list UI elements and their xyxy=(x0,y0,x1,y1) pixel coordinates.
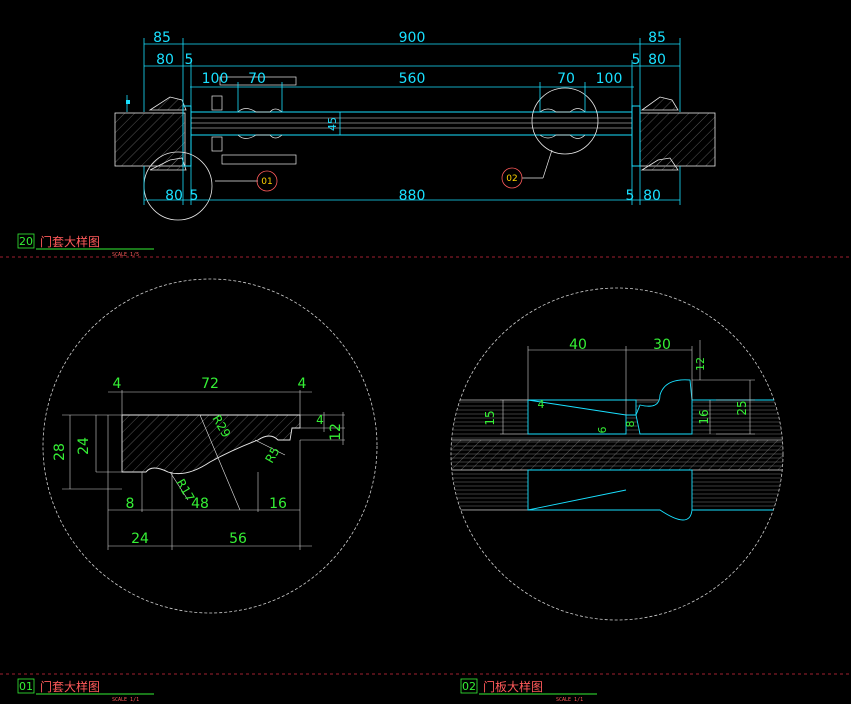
detail-circle-02 xyxy=(531,87,599,155)
profile-bottom-outline xyxy=(527,469,693,521)
detail-01: 4 72 4 28 24 4 12 8 48 16 24 56 R29 R5 R… xyxy=(42,278,378,614)
left-casing-bottom xyxy=(149,157,187,171)
plan-dimension-lines xyxy=(126,38,681,205)
door-plan-section: 01 02 xyxy=(114,30,716,221)
dim-5-right-top: 5 xyxy=(632,52,641,68)
title-block-01: 01 门套大样图 SCALE 1/1 xyxy=(17,678,154,703)
dim-80-left-top: 80 xyxy=(156,52,174,68)
dim-70-left: 70 xyxy=(248,71,266,87)
door-panel xyxy=(190,111,633,136)
right-jamb xyxy=(631,105,641,167)
d02-dim-15: 15 xyxy=(483,410,497,425)
casing-profile xyxy=(121,414,301,475)
d01-dim-72: 72 xyxy=(201,376,219,392)
title-block-02: 02 门板大样图 SCALE 1/1 xyxy=(460,678,597,703)
handle-rose-bottom xyxy=(211,136,223,152)
right-wall xyxy=(639,112,716,167)
title-number-01: 01 xyxy=(19,680,33,693)
dim-5-right-bottom: 5 xyxy=(626,188,635,204)
d01-dim-4-right: 4 xyxy=(298,376,307,392)
dim-85-right: 85 xyxy=(648,30,666,46)
title-scale-01: SCALE 1/1 xyxy=(112,697,139,703)
dim-900: 900 xyxy=(399,30,426,46)
d01-dim-12: 12 xyxy=(328,423,344,441)
dim-80-right-bottom: 80 xyxy=(643,188,661,204)
d01-dim-24-base: 24 xyxy=(131,531,149,547)
handle-lever xyxy=(221,154,297,165)
handle-rose-top xyxy=(211,95,223,111)
title-number-20: 20 xyxy=(19,235,33,248)
left-jamb xyxy=(182,105,192,167)
d01-dim-56-base: 56 xyxy=(229,531,247,547)
small-marker xyxy=(126,100,130,104)
dim-85-left: 85 xyxy=(153,30,171,46)
title-text-02: 门板大样图 xyxy=(483,679,543,694)
d02-dim-30: 30 xyxy=(653,337,671,353)
dim-5-left-bottom: 5 xyxy=(190,188,199,204)
d01-dim-28: 28 xyxy=(52,443,68,461)
d01-dim-24: 24 xyxy=(76,437,92,455)
title-text-20: 门套大样图 xyxy=(40,234,100,249)
title-scale-20: SCALE 1/5 xyxy=(112,252,139,258)
dim-45: 45 xyxy=(326,117,339,131)
d02-dim-40: 40 xyxy=(569,337,587,353)
profile-top-bead xyxy=(635,379,693,435)
callout-label-01: 01 xyxy=(261,177,272,187)
dim-100-left: 100 xyxy=(202,71,229,87)
d01-dim-48: 48 xyxy=(191,496,209,512)
dim-70-right: 70 xyxy=(557,71,575,87)
dim-80-right-top: 80 xyxy=(648,52,666,68)
callout-bubble-01[interactable] xyxy=(256,170,278,192)
dim-100-right: 100 xyxy=(596,71,623,87)
right-casing-bottom xyxy=(640,157,679,171)
d01-dim-8: 8 xyxy=(126,496,135,512)
d02-dim-25: 25 xyxy=(735,400,749,415)
dim-80-left-bottom: 80 xyxy=(165,188,183,204)
d02-dim-8: 8 xyxy=(624,421,637,428)
dim-5-left-top: 5 xyxy=(185,52,194,68)
callout-label-02: 02 xyxy=(506,174,517,184)
callout-bubble-02[interactable] xyxy=(501,167,523,189)
title-block-20: 20 门套大样图 SCALE 1/5 xyxy=(17,233,154,258)
dim-880: 880 xyxy=(399,188,426,204)
door-core xyxy=(451,439,783,471)
title-text-01: 门套大样图 xyxy=(40,679,100,694)
handle-lever-top xyxy=(219,76,297,86)
d01-dim-4-side: 4 xyxy=(316,413,324,427)
title-number-02: 02 xyxy=(462,680,476,693)
d01-radius-5: R5 xyxy=(262,445,282,466)
d01-dim-16: 16 xyxy=(269,496,287,512)
detail-01-circle xyxy=(42,278,378,614)
dim-560: 560 xyxy=(399,71,426,87)
title-scale-02: SCALE 1/1 xyxy=(556,697,583,703)
d02-dim-16: 16 xyxy=(697,409,711,424)
detail-02: 40 30 15 4 6 8 12 16 25 xyxy=(450,287,784,621)
d02-dim-12: 12 xyxy=(694,357,707,371)
left-casing-top xyxy=(148,96,187,111)
right-casing-top xyxy=(640,96,679,111)
d02-dim-4: 4 xyxy=(538,398,545,411)
d02-dim-6: 6 xyxy=(596,427,609,434)
d01-dim-4-left: 4 xyxy=(113,376,122,392)
left-wall xyxy=(114,112,186,167)
